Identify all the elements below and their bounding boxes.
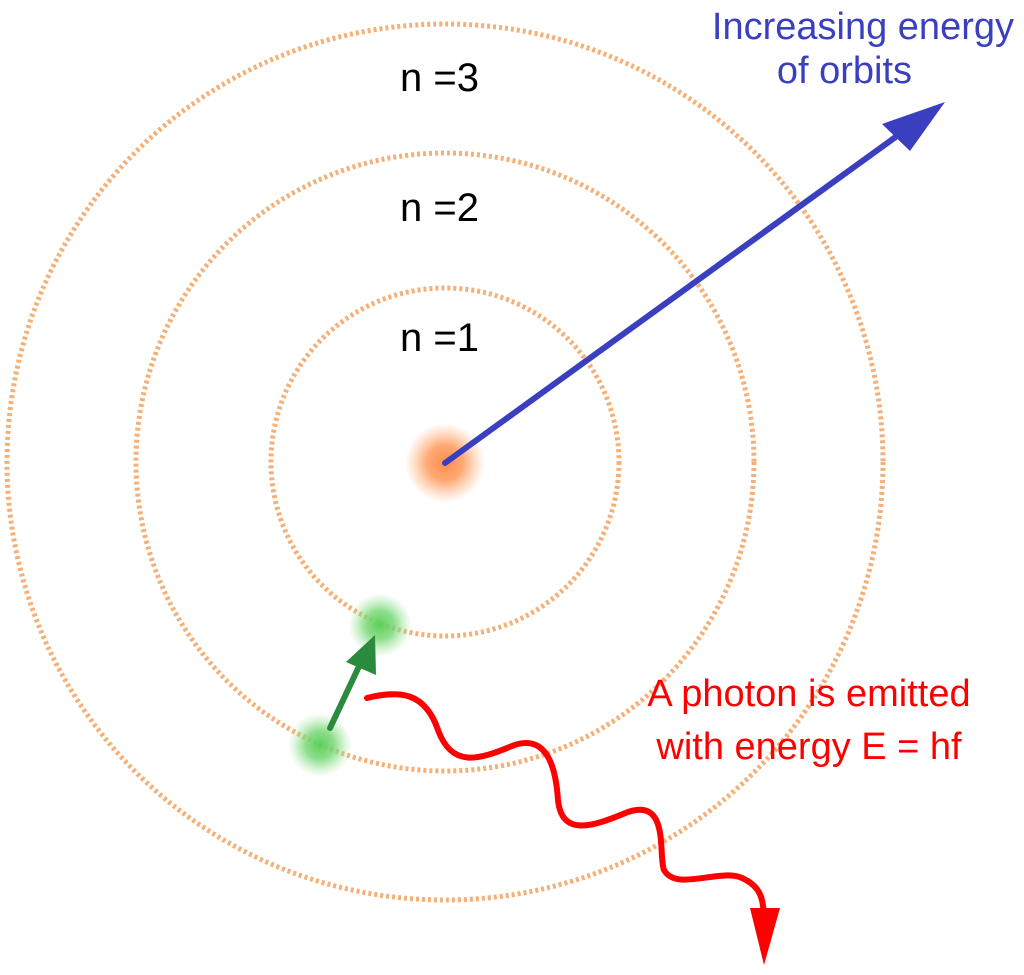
transition-arrow: [327, 635, 376, 731]
electron-outer-icon: [288, 713, 352, 777]
orbit-label-n3: n =3: [400, 56, 479, 100]
photon-caption: A photon is emitted with energy E = hf: [625, 668, 993, 774]
orbit-n2: [133, 150, 757, 774]
energy-arrow: [442, 102, 945, 466]
photon-wave: [364, 691, 780, 965]
electron-inner-icon: [348, 593, 412, 657]
orbit-n1: [268, 285, 622, 639]
photon-caption-line-2: with energy E = hf: [656, 726, 962, 769]
photon-caption-line-1: A photon is emitted: [647, 673, 971, 715]
orbit-label-n1: n =1: [400, 316, 479, 360]
energy-caption: Increasing energy of orbits: [712, 6, 1014, 93]
energy-caption-line-2: of orbits: [776, 49, 912, 92]
energy-caption-line-1: Increasing energy: [711, 6, 1014, 48]
orbit-n3: [4, 21, 886, 903]
orbit-label-n2: n =2: [400, 186, 479, 230]
